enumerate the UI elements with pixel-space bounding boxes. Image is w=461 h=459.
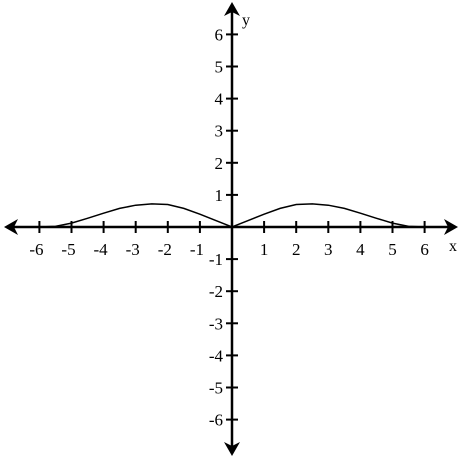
x-axis-label: x bbox=[449, 238, 457, 255]
x-tick-label: -4 bbox=[94, 240, 109, 259]
x-tick-label: 4 bbox=[356, 240, 365, 259]
y-tick-label: -2 bbox=[209, 282, 223, 301]
x-tick-label: -1 bbox=[190, 240, 204, 259]
y-tick-label: -1 bbox=[209, 250, 223, 269]
y-axis-arrow-up bbox=[224, 2, 240, 16]
x-tick-label: 1 bbox=[260, 240, 269, 259]
y-tick-label: -4 bbox=[209, 346, 224, 365]
x-axis-arrow-left bbox=[4, 219, 18, 235]
y-tick-label: -5 bbox=[209, 379, 223, 398]
x-tick-label: -3 bbox=[126, 240, 140, 259]
y-tick-label: 5 bbox=[215, 58, 224, 77]
x-tick-label: -6 bbox=[29, 240, 43, 259]
tick-labels-group: -6 -5 -4 -3 -2 -1 1 2 3 4 5 6 -6 -5 -4 -3 -2 -1 1 2 3 4 5 6 bbox=[29, 25, 429, 429]
y-axis-arrow-down bbox=[224, 442, 240, 456]
series-curve bbox=[39, 203, 425, 228]
x-tick-label: 5 bbox=[388, 240, 397, 259]
y-tick-label: 4 bbox=[215, 90, 224, 109]
x-tick-label: 6 bbox=[420, 240, 429, 259]
x-tick-label: -2 bbox=[158, 240, 172, 259]
y-tick-label: 2 bbox=[215, 154, 224, 173]
y-tick-label: -6 bbox=[209, 411, 223, 430]
y-tick-label: 1 bbox=[215, 186, 224, 205]
y-tick-label: 3 bbox=[215, 122, 224, 141]
series-group bbox=[39, 203, 425, 228]
x-tick-label: 2 bbox=[292, 240, 301, 259]
x-tick-label: 3 bbox=[324, 240, 333, 259]
y-axis-label: y bbox=[242, 12, 250, 29]
x-tick-label: -5 bbox=[61, 240, 75, 259]
y-tick-label: 6 bbox=[215, 25, 224, 44]
x-axis-arrow-right bbox=[444, 219, 458, 235]
y-tick-label: -3 bbox=[209, 314, 223, 333]
